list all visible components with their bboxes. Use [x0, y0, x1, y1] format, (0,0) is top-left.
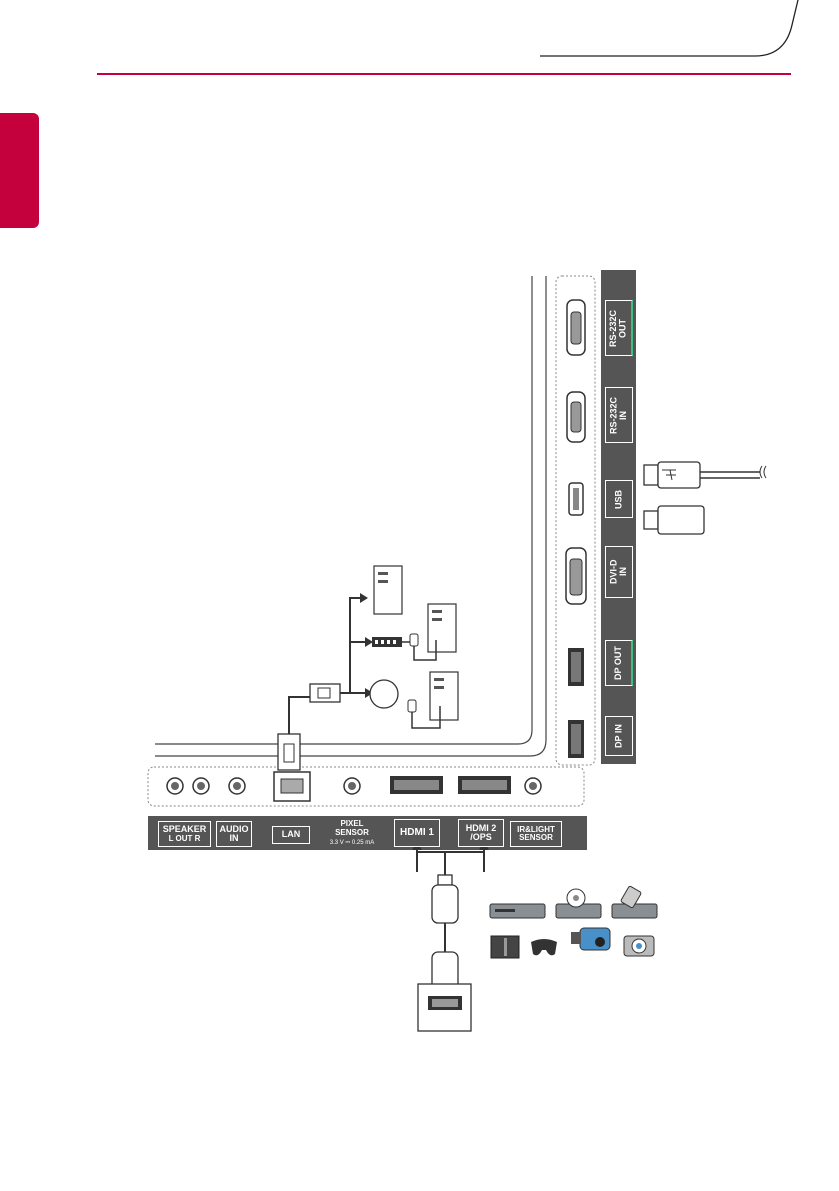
dvd-player-icon	[490, 886, 657, 918]
camcorder-icon	[571, 928, 610, 950]
pixel-sensor-label: PIXEL SENSOR	[320, 820, 384, 838]
hdmi-cable-icon	[412, 841, 489, 1031]
hdmi-port-icon	[390, 776, 511, 794]
pixel-sensor-rating: 3.3 V ⎓ 0.25 mA	[314, 840, 390, 847]
lan-label: LAN	[272, 826, 310, 844]
usb-port-icon	[569, 483, 583, 515]
dvi-port-icon	[566, 548, 586, 604]
audio-in-label: AUDIO IN	[216, 821, 252, 847]
network-switch-icon	[372, 634, 436, 660]
dp-in-label: DP IN	[605, 716, 633, 756]
dp-out-label: DP OUT	[605, 640, 633, 686]
usb-label: USB	[605, 480, 633, 518]
lan-port-icon	[274, 772, 310, 801]
hdmi1-label: HDMI 1	[394, 819, 440, 847]
displayport-icon	[568, 648, 584, 758]
speaker-out-label: SPEAKER L OUT R	[158, 821, 211, 847]
rs232c-out-label: RS-232C OUT	[605, 300, 633, 356]
ir-light-sensor-label: IR&LIGHT SENSOR	[510, 821, 562, 847]
camera-icon	[624, 936, 654, 956]
usb-cable-icon	[644, 462, 766, 488]
hdmi2-ops-label: HDMI 2 /OPS	[458, 819, 504, 847]
game-console-icon	[491, 936, 557, 958]
dvi-d-in-label: DVI-D IN	[605, 546, 633, 598]
rs232c-port-icon	[567, 300, 585, 442]
usb-stick-icon	[644, 506, 704, 534]
rs232c-in-label: RS-232C IN	[605, 387, 633, 443]
